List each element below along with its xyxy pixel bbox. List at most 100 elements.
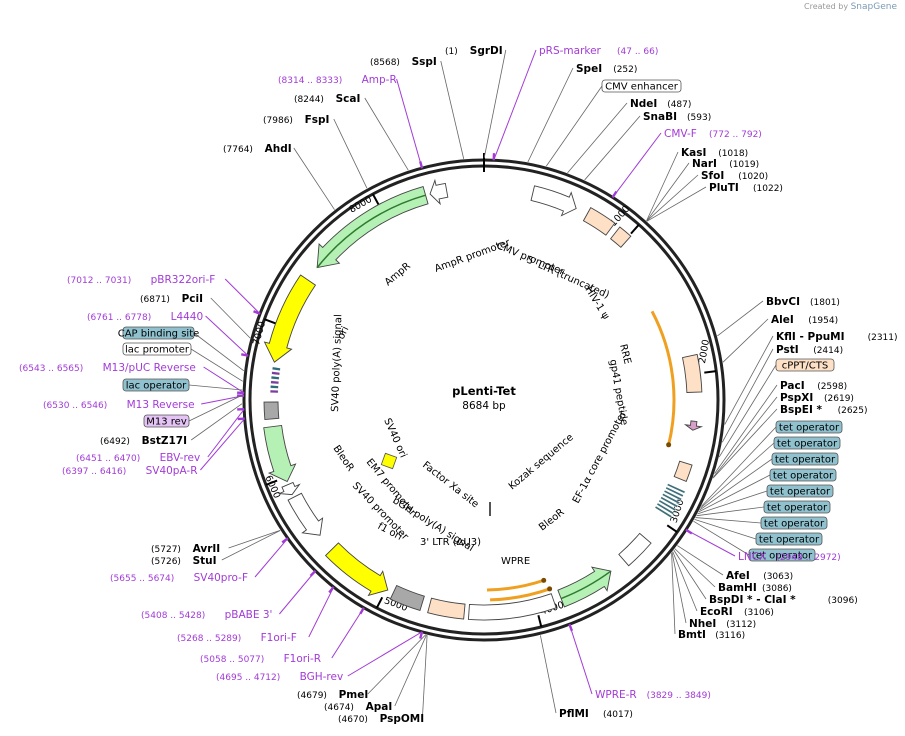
feature-gp41[interactable] (683, 420, 704, 431)
primer-sv40pro-f[interactable]: (5655 .. 5674)SV40pro-F (110, 572, 248, 584)
restriction-site-paci[interactable]: PacI(2598) (780, 380, 847, 392)
feature-box-tet-operator-13[interactable]: tet operator (755, 532, 823, 546)
restriction-site-sgrdi[interactable]: (1)SgrDI (445, 45, 503, 57)
feature-box-cmv-enhancer-0[interactable]: CMV enhancer (601, 79, 682, 93)
primer-m13-puc-reverse[interactable]: (6543 .. 6565)M13/pUC Reverse (19, 362, 196, 374)
feature-rre[interactable] (681, 353, 703, 393)
site-position: (4679) (297, 691, 327, 701)
restriction-site-alei[interactable]: AleI(1954) (771, 314, 838, 326)
restriction-site-snabi[interactable]: SnaBI(593) (643, 111, 711, 123)
restriction-site-afei[interactable]: AfeI(3063) (726, 570, 793, 582)
feature-cppt-box[interactable] (673, 460, 693, 483)
restriction-site-pspomi[interactable]: (4670)PspOMI (338, 713, 424, 725)
orange-arrow-bottom-1[interactable] (490, 587, 551, 602)
feature-box-cap-binding-site-2[interactable]: CAP binding site (118, 326, 200, 340)
site-name: PspXI (780, 392, 813, 404)
primer-amp-r[interactable]: (8314 .. 8333)Amp-R (278, 74, 397, 86)
feature-box-tet-operator-14[interactable]: tet operator (748, 548, 816, 562)
site-leader-lines (188, 49, 778, 719)
restriction-site-nari[interactable]: NarI(1019) (692, 158, 759, 170)
restriction-site-ndei[interactable]: NdeI(487) (630, 98, 691, 110)
restriction-site-psti[interactable]: PstI(2414) (776, 344, 843, 356)
restriction-site-sfoi[interactable]: SfoI(1020) (701, 170, 768, 182)
restriction-site-avrii[interactable]: (5727)AvrII (151, 543, 220, 555)
restriction-site-nhei[interactable]: NheI(3112) (689, 618, 756, 630)
primer-sv40pa-r[interactable]: (6397 .. 6416)SV40pA-R (62, 465, 198, 477)
restriction-site-stui[interactable]: (5726)StuI (151, 555, 217, 567)
feature-sv40-pa[interactable] (263, 401, 280, 421)
restriction-site-bstz17i[interactable]: (6492)BstZ17I (100, 435, 187, 447)
restriction-site-apai[interactable]: (4674)ApaI (324, 701, 392, 713)
restriction-site-fspi[interactable]: (7986)FspI (263, 114, 329, 126)
restriction-site-ecori[interactable]: EcoRI(3106) (700, 606, 774, 618)
restriction-site-pmei[interactable]: (4679)PmeI (297, 689, 368, 701)
restriction-site-bspei[interactable]: BspEI *(2625) (780, 404, 868, 416)
primer-f1ori-r[interactable]: (5058 .. 5077)F1ori-R (200, 653, 321, 665)
restriction-site-bbvci[interactable]: BbvCI(1801) (766, 296, 840, 308)
feature-box-tet-operator-10[interactable]: tet operator (766, 484, 834, 498)
feature-box-tet-operator-12[interactable]: tet operator (760, 516, 828, 530)
feature-ori[interactable] (263, 274, 317, 363)
primer-name: BGH-rev (300, 671, 344, 683)
restriction-site-bspdi-clai[interactable]: BspDI * - ClaI *(3096) (709, 594, 858, 606)
feature-f1ori[interactable] (324, 542, 389, 597)
box-leader-tet-operator-7 (700, 442, 775, 509)
primer-mark-amp-r (419, 161, 424, 169)
feature-hiv-psi[interactable] (609, 226, 632, 248)
primer-bgh-rev[interactable]: (4695 .. 4712)BGH-rev (216, 671, 343, 683)
feature-ampr-promoter[interactable] (429, 178, 449, 206)
tick-mark-1000 (630, 223, 640, 235)
site-position: (2625) (838, 406, 868, 416)
restriction-site-pluti[interactable]: PluTI(1022) (709, 182, 783, 194)
feature-box-tet-operator-7[interactable]: tet operator (773, 436, 841, 450)
site-leader-spei (527, 67, 574, 163)
feature-cmv-promoter[interactable] (530, 185, 577, 217)
tick-mark-7000 (264, 318, 276, 325)
feature-box-tet-operator-6[interactable]: tet operator (775, 420, 843, 434)
feature-sv40-promoter[interactable] (287, 492, 324, 536)
primer-f1ori-f[interactable]: (5268 .. 5289)F1ori-F (177, 632, 297, 644)
primer-wpre-r[interactable]: WPRE-R(3829 .. 3849) (595, 689, 711, 701)
restriction-site-sspi[interactable]: (8568)SspI (370, 56, 437, 68)
feature-box-cppt-cts-1[interactable]: cPPT/CTS (775, 358, 835, 372)
restriction-site-pcii[interactable]: (6871)PciI (140, 293, 203, 305)
orange-arrow-bottom-2[interactable] (486, 578, 545, 592)
restriction-site-spei[interactable]: SpeI(252) (576, 63, 637, 75)
feature-wpre[interactable] (467, 593, 557, 621)
site-position: (8244) (294, 95, 324, 105)
feature-ampr[interactable] (316, 185, 429, 269)
primer-l4440[interactable]: (6761 .. 6778)L4440 (87, 311, 203, 323)
restriction-site-kasi[interactable]: KasI(1018) (681, 147, 748, 159)
primer-ebv-rev[interactable]: (6451 .. 6470)EBV-rev (76, 452, 200, 464)
primer-lncx[interactable]: LNCX(2948 .. 2972) (738, 551, 841, 563)
restriction-site-kfli-ppumi[interactable]: KflI - PpuMI(2311) (776, 331, 898, 343)
feature-em7[interactable] (277, 481, 301, 496)
site-name: PciI (182, 293, 203, 305)
feature-three-ltr[interactable] (427, 597, 466, 620)
feature-box-tet-operator-11[interactable]: tet operator (763, 500, 831, 514)
feature-bgh[interactable] (389, 584, 425, 612)
feature-box-lac-promoter-3[interactable]: lac promoter (122, 342, 192, 356)
feature-box-lac-operator-4[interactable]: lac operator (122, 378, 190, 392)
orange-arrow-right[interactable] (650, 310, 676, 446)
primer-leader-pbabe-3 (279, 570, 316, 615)
primer-cmv-f[interactable]: CMV-F(772 .. 792) (664, 128, 762, 140)
feature-box-tet-operator-9[interactable]: tet operator (769, 468, 837, 482)
feature-five-ltr[interactable] (582, 207, 616, 236)
primer-range: (6530 .. 6546) (43, 401, 107, 411)
feature-box-rect (766, 484, 834, 498)
feature-ef1a[interactable] (618, 532, 652, 567)
primer-pbabe-3[interactable]: (5408 .. 5428)pBABE 3' (141, 609, 272, 621)
restriction-site-bmti[interactable]: BmtI(3116) (678, 629, 745, 641)
primer-prs-marker[interactable]: pRS-marker(47 .. 66) (539, 45, 658, 57)
restriction-site-bamhi[interactable]: BamHI(3086) (718, 582, 792, 594)
primer-m13-reverse[interactable]: (6530 .. 6546)M13 Reverse (43, 399, 195, 411)
feature-box-tet-operator-8[interactable]: tet operator (771, 452, 839, 466)
feature-box-m13-rev-5[interactable]: M13 rev (143, 414, 190, 428)
primer-pbr322ori-f[interactable]: (7012 .. 7031)pBR322ori-F (67, 274, 215, 286)
restriction-site-scai[interactable]: (8244)ScaI (294, 93, 360, 105)
feature-bleor-2[interactable] (263, 424, 297, 483)
restriction-site-pflmi[interactable]: PflMI(4017) (559, 708, 633, 720)
restriction-site-pspxi[interactable]: PspXI(2619) (780, 392, 854, 404)
restriction-site-ahdi[interactable]: (7764)AhdI (223, 143, 292, 155)
